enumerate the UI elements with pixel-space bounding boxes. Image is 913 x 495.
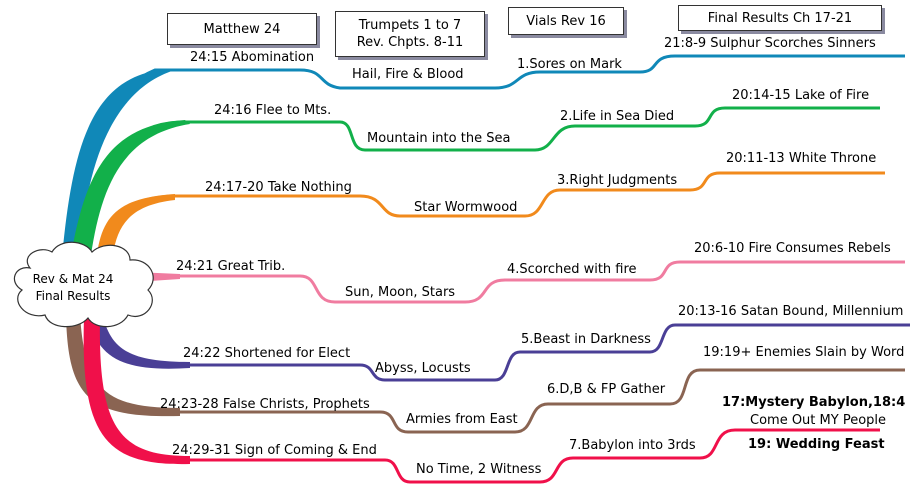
branch-7-final-line2: Come Out MY People	[750, 413, 887, 428]
header-trumpets: Trumpets 1 to 7 Rev. Chpts. 8-11	[335, 11, 485, 57]
branch-3-vial: 3.Right Judgments	[557, 173, 678, 188]
center-line2: Final Results	[35, 289, 111, 303]
branch-6-final: 19:19+ Enemies Slain by Word	[703, 345, 905, 360]
header-matthew: Matthew 24	[167, 13, 317, 45]
branch-5-matthew: 24:22 Shortened for Elect	[183, 346, 351, 361]
branch-2-matthew: 24:16 Flee to Mts.	[214, 103, 332, 118]
branch-2-trumpet: Mountain into the Sea	[367, 131, 511, 146]
branch-2-vial: 2.Life in Sea Died	[560, 109, 675, 124]
branch-3-matthew: 24:17-20 Take Nothing	[205, 180, 352, 195]
branch-4-final: 20:6-10 Fire Consumes Rebels	[694, 241, 891, 256]
center-line1: Rev & Mat 24	[32, 272, 114, 286]
branch-1-matthew: 24:15 Abomination	[190, 50, 315, 65]
branch-3-trumpet: Star Wormwood	[414, 200, 518, 215]
branch-7-final-line3: 19: Wedding Feast	[748, 437, 885, 452]
header-matthew-label: Matthew 24	[203, 21, 281, 37]
header-vials: Vials Rev 16	[508, 7, 624, 35]
branch-7-trumpet: No Time, 2 Witness	[416, 462, 542, 477]
branch-7-vial: 7.Babylon into 3rds	[569, 438, 696, 453]
branch-5-vial: 5.Beast in Darkness	[521, 332, 651, 347]
branch-1-trumpet: Hail, Fire & Blood	[352, 67, 464, 82]
branch-6-vial: 6.D,B & FP Gather	[547, 382, 666, 397]
branch-6-matthew: 24:23-28 False Christs, Prophets	[160, 397, 370, 412]
branch-1-final: 21:8-9 Sulphur Scorches Sinners	[664, 36, 876, 51]
center-node: Rev & Mat 24 Final Results	[18, 271, 128, 305]
branch-7-matthew: 24:29-31 Sign of Coming & End	[172, 443, 377, 458]
branch-5-trumpet: Abyss, Locusts	[375, 361, 471, 376]
branch-3-final: 20:11-13 White Throne	[726, 151, 877, 166]
branch-4-trunk	[140, 260, 905, 304]
header-trumpets-line1: Trumpets 1 to 7	[358, 18, 462, 33]
branch-7-final-line1: 17:Mystery Babylon,18:4	[722, 395, 906, 410]
branch-2-final: 20:14-15 Lake of Fire	[732, 88, 870, 103]
branch-4-vial: 4.Scorched with fire	[507, 262, 637, 277]
branch-1-vial: 1.Sores on Mark	[517, 57, 622, 72]
branch-5-wide	[88, 312, 190, 369]
header-vials-label: Vials Rev 16	[526, 13, 606, 29]
header-trumpets-line2: Rev. Chpts. 8-11	[356, 35, 464, 50]
branch-5-final: 20:13-16 Satan Bound, Millennium	[678, 304, 904, 319]
center-cloud	[13, 241, 154, 328]
branch-6-trumpet: Armies from East	[406, 412, 518, 427]
branch-7-wide	[83, 318, 190, 465]
branch-4-trumpet: Sun, Moon, Stars	[345, 285, 456, 300]
header-final: Final Results Ch 17-21	[678, 5, 882, 31]
header-final-label: Final Results Ch 17-21	[707, 10, 853, 26]
branch-1-wide	[62, 70, 175, 258]
branch-4-matthew: 24:21 Great Trib.	[176, 259, 286, 274]
